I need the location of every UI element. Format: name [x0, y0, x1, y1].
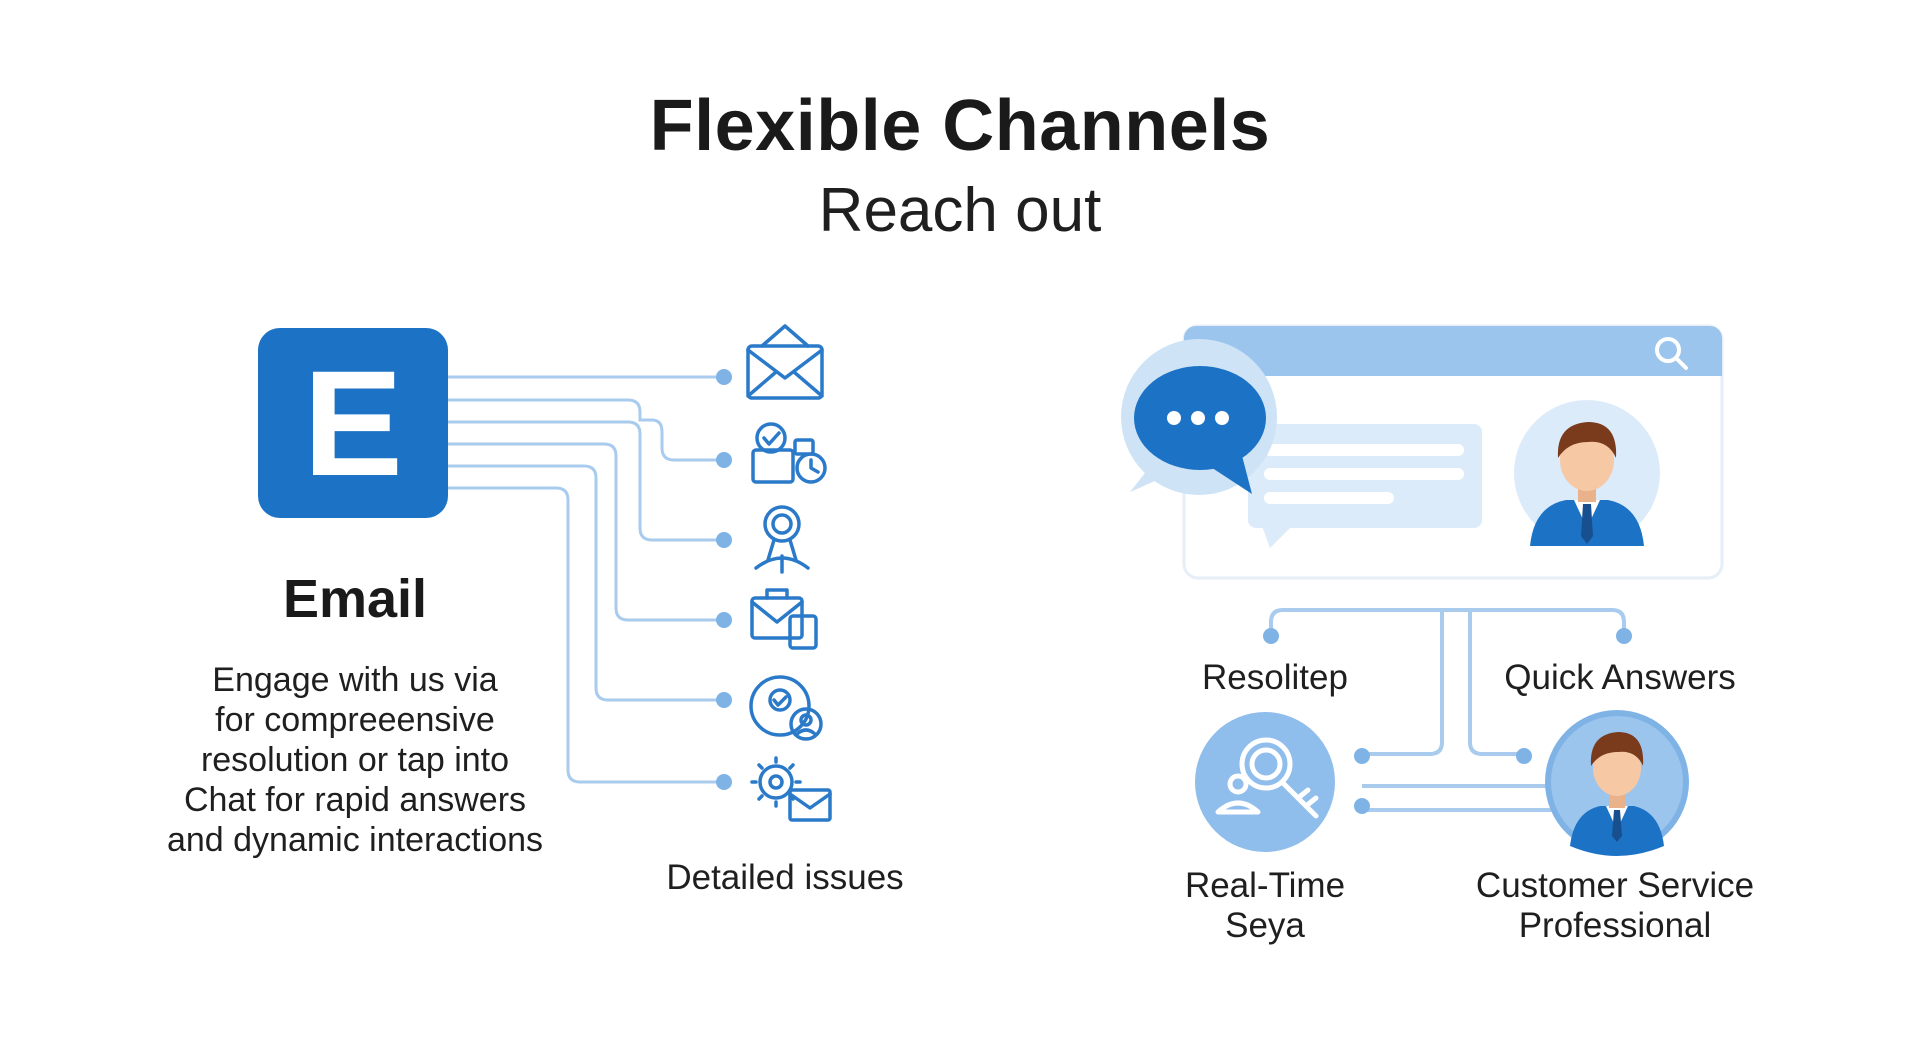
realtime-search-person-icon — [1195, 712, 1335, 852]
chat-bubble-icon — [1121, 339, 1277, 495]
message-card — [1248, 424, 1482, 548]
email-letter-icon: E — [302, 339, 404, 507]
email-description-line: for compreeensive — [215, 701, 495, 739]
gear-mail-icon — [750, 756, 832, 822]
email-description: Engage with us via for compreeensive res… — [140, 660, 570, 860]
connector-dot — [1354, 748, 1370, 764]
quick-answers-label: Quick Answers — [1504, 658, 1736, 697]
connector-dot — [1354, 798, 1370, 814]
email-description-line: resolution or tap into — [200, 741, 510, 779]
connector-dot — [1516, 748, 1532, 764]
realtime-label-line1: Real-Time — [1184, 866, 1346, 905]
envelope-icon — [746, 324, 824, 400]
detailed-issues-label: Detailed issues — [666, 858, 904, 897]
page-subtitle: Reach out — [818, 176, 1102, 245]
email-description-line: Engage with us via — [212, 661, 498, 699]
professional-label-line2: Professional — [1518, 906, 1712, 945]
resolution-label: Resolitep — [1202, 658, 1348, 697]
email-tile: E — [258, 328, 448, 518]
realtime-label-line2: Seya — [1225, 906, 1305, 945]
page-title: Flexible Channels — [649, 86, 1271, 166]
connector-dot — [716, 774, 732, 790]
award-ribbon-icon — [754, 505, 810, 574]
support-agent-icon — [749, 675, 823, 741]
email-description-line: Chat for rapid answers — [183, 781, 527, 819]
connector-dot — [1616, 628, 1632, 644]
professional-avatar-icon — [1545, 710, 1689, 856]
connector-dot — [1263, 628, 1279, 644]
professional-label: Customer Service Professional — [1460, 866, 1770, 946]
connector-dot — [716, 369, 732, 385]
connector-dot — [716, 532, 732, 548]
email-description-line: and dynamic interactions — [166, 821, 544, 859]
connector-dot — [716, 452, 732, 468]
search-icon — [1655, 337, 1688, 370]
realtime-label: Real-Time Seya — [1145, 866, 1385, 946]
mail-briefcase-icon — [750, 588, 818, 650]
professional-label-line1: Customer Service — [1475, 866, 1755, 905]
email-label: Email — [282, 569, 428, 629]
agent-avatar-icon — [1514, 400, 1660, 546]
connector-dot — [716, 692, 732, 708]
connector-dot — [716, 612, 732, 628]
badge-document-clock-icon — [751, 422, 827, 484]
